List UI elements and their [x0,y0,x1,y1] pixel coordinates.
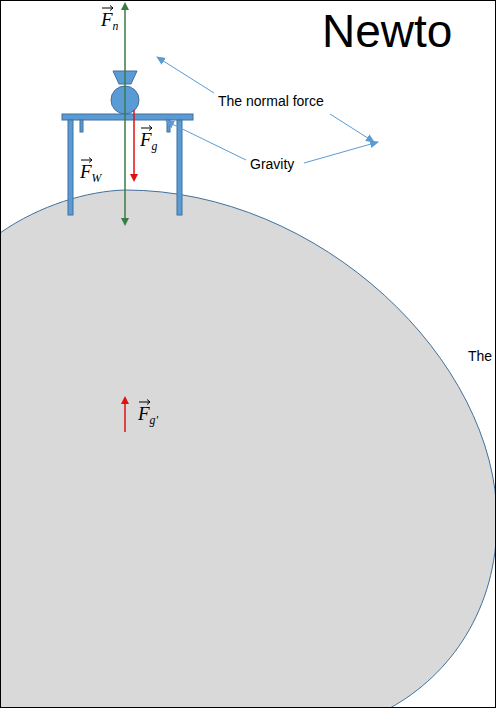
vector-arrow [102,5,114,11]
leader-line [330,114,374,142]
vector-arrow [81,157,93,163]
gravity-arrow [133,110,135,178]
annotation-label: The [468,349,492,364]
weight-arrow [124,100,126,222]
annotation-label: The normal force [218,94,324,109]
force-symbol: Fg [140,130,158,154]
vector-arrow [139,399,151,405]
reaction-gravity-arrow [124,400,126,432]
leader-line [304,142,378,163]
earth [0,190,496,708]
annotation-label: Gravity [250,157,294,172]
table [62,114,193,215]
vector-arrow [141,125,153,131]
force-symbol: Fg' [138,404,158,428]
normal-force-arrow [124,6,126,100]
force-symbol: FW [80,162,101,186]
force-symbol: Fn [101,10,119,34]
slide-title: Newto [322,6,452,57]
leader-line [166,121,246,160]
leader-line [157,57,214,93]
